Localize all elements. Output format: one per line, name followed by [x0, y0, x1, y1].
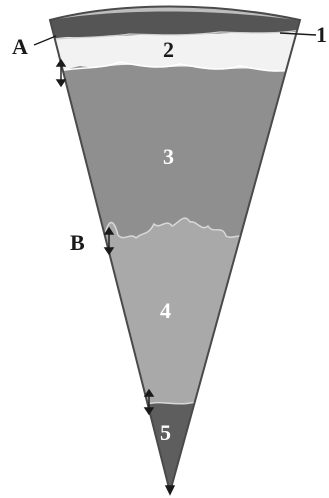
center-tick [164, 485, 176, 496]
layer-label-4: 4 [160, 298, 171, 323]
boundary-label-a: A [12, 34, 28, 59]
boundary-1-2 [50, 29, 300, 41]
boundary-3-4 [103, 217, 246, 240]
leader-a [33, 35, 57, 46]
boundary-2-3 [53, 61, 300, 73]
surface-sliver [50, 6, 300, 22]
boundary-tick-inner [143, 388, 155, 416]
boundary-label-b: B [70, 230, 85, 255]
leader-1 [279, 32, 317, 36]
boundary-tick-b [103, 226, 115, 256]
layer-label-5: 5 [160, 420, 171, 445]
boundary-tick-a [55, 58, 67, 88]
wedge-outline [48, 5, 302, 496]
layer-label-1: 1 [316, 22, 327, 47]
layer-label-3: 3 [163, 144, 174, 169]
layer-label-2: 2 [163, 37, 174, 62]
